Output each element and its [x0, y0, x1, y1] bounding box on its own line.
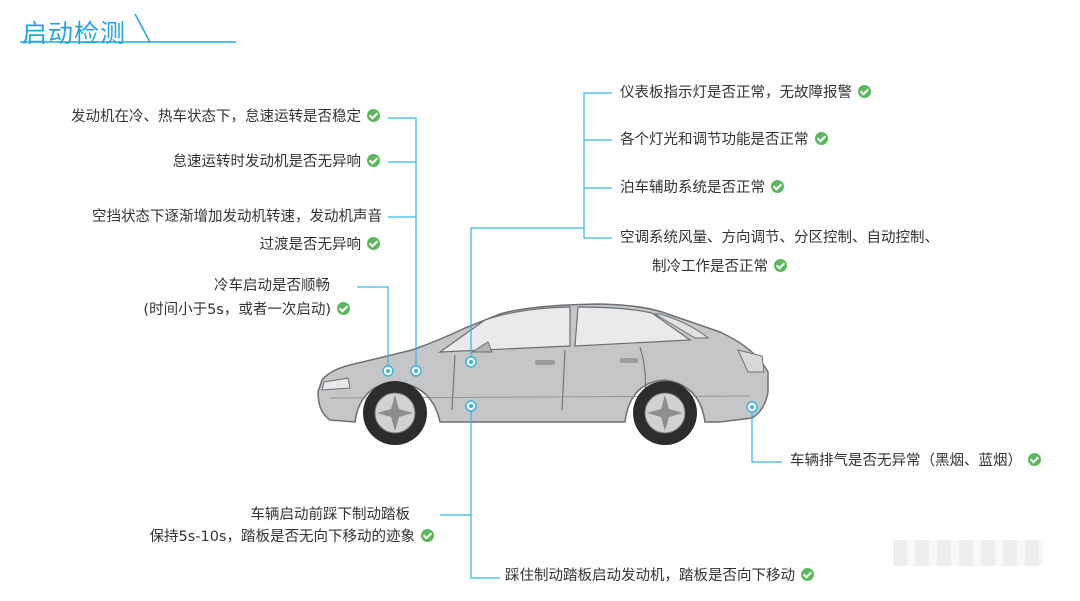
right-label-lights: 各个灯光和调节功能是否正常	[620, 131, 828, 149]
watermark	[893, 540, 1043, 566]
check-circle-icon	[367, 237, 380, 250]
left-label-idle-stability: 发动机在冷、热车状态下，怠速运转是否稳定	[71, 108, 380, 126]
right-label-parking-assist: 泊车辅助系统是否正常	[620, 179, 784, 197]
right-label-dashboard: 仪表板指示灯是否正常，无故障报警	[620, 84, 871, 102]
check-circle-icon	[1028, 453, 1041, 466]
check-circle-icon	[814, 132, 828, 145]
connector-lines	[357, 92, 782, 579]
car-illustration	[317, 303, 769, 445]
check-circle-icon	[771, 180, 784, 193]
hotspot-dots	[382, 356, 758, 413]
right-label-ac-line2: 制冷工作是否正常	[652, 258, 787, 276]
check-circle-icon	[858, 85, 871, 98]
check-circle-icon	[774, 259, 787, 272]
left-label-rpm-noise-line1: 空挡状态下逐渐增加发动机转速，发动机声音	[92, 209, 382, 225]
left-label-cold-start-line2: (时间小于5s，或者一次启动)	[143, 301, 350, 319]
check-circle-icon	[801, 568, 814, 581]
brake-label-before-start-line2: 保持5s-10s，踏板是否无向下移动的迹象	[149, 528, 434, 546]
right-label-ac-line1: 空调系统风量、方向调节、分区控制、自动控制、	[620, 230, 939, 246]
left-label-cold-start-line1: 冷车启动是否顺畅	[214, 278, 330, 294]
left-label-idle-noise: 怠速运转时发动机是否无异响	[173, 153, 380, 171]
page-title: 启动检测	[22, 19, 127, 48]
check-circle-icon	[337, 302, 350, 315]
brake-label-during-start: 踩住制动踏板启动发动机，踏板是否向下移动	[505, 567, 814, 585]
title-underline	[20, 13, 236, 43]
check-circle-icon	[367, 109, 380, 122]
exhaust-label: 车辆排气是否无异常（黑烟、蓝烟）	[790, 452, 1041, 470]
brake-label-before-start-line1: 车辆启动前踩下制动踏板	[250, 507, 411, 523]
left-label-rpm-noise-line2: 过渡是否无异响	[260, 236, 380, 254]
check-circle-icon	[367, 154, 380, 167]
check-circle-icon	[421, 529, 434, 542]
